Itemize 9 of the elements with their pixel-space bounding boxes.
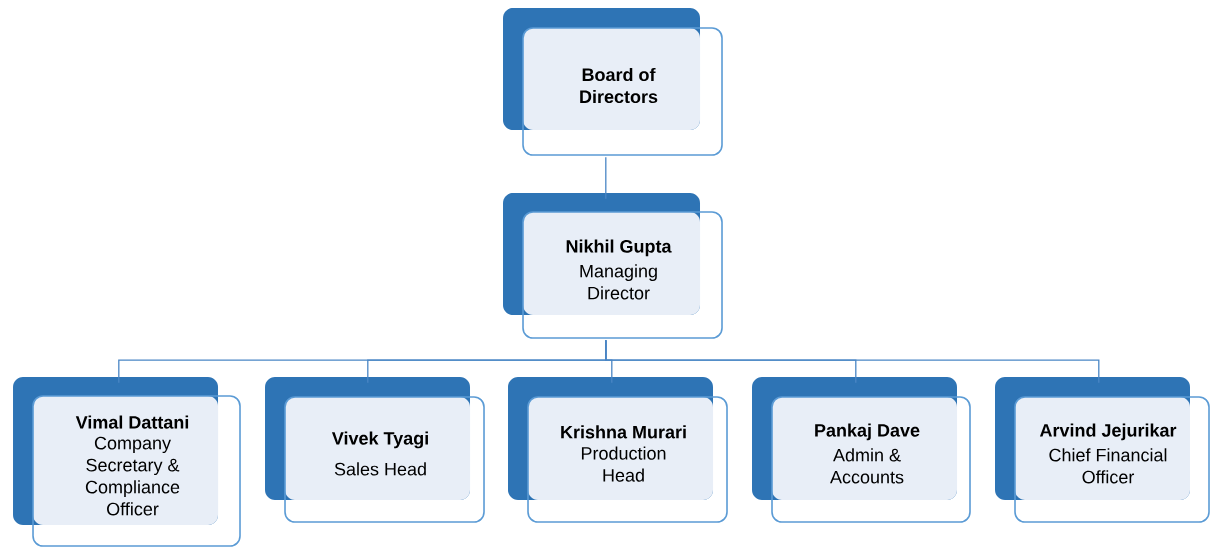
org-chart-box: Vimal Dattani Company Secretary & Compliance Officer: [13, 377, 241, 547]
org-chart-box: Vivek Tyagi Sales Head: [265, 377, 485, 523]
connector-line: [605, 156, 607, 200]
org-chart-box: Pankaj Dave Admin & Accounts: [752, 377, 971, 523]
connector-line: [605, 339, 1100, 384]
org-chart-box: Board of Directors: [503, 8, 723, 156]
org-chart-box: Krishna Murari Production Head: [508, 377, 728, 523]
org-chart-box: Arvind Jejurikar Chief Financial Officer: [995, 377, 1210, 523]
org-chart-box: Nikhil Gupta Managing Director: [503, 193, 723, 339]
